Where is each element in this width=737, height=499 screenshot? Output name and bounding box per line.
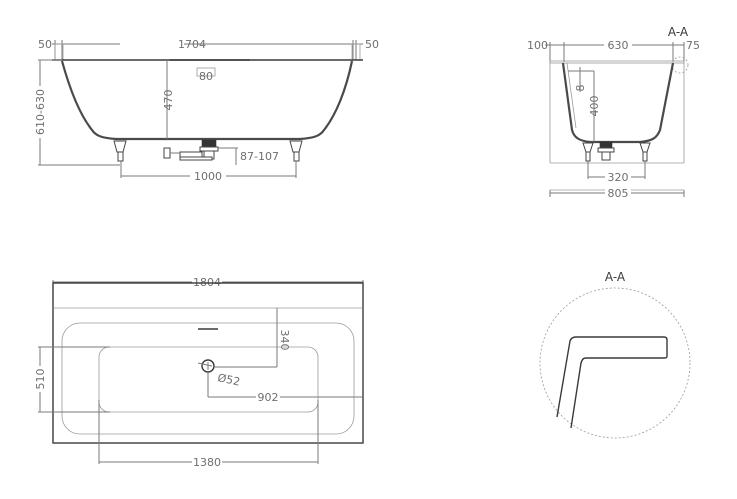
dim-foot-height: 87-107 (240, 150, 279, 163)
detail-label-a-a: A-A (605, 270, 626, 284)
dim-right-rim: 50 (365, 38, 379, 51)
dim-overflow-width: 80 (199, 70, 213, 83)
dim-end-right-rim: 75 (686, 39, 700, 52)
dim-drain-diameter: Ø52 (216, 371, 241, 388)
dim-inner-depth: 470 (162, 90, 175, 111)
dim-foot-spacing: 1000 (194, 170, 222, 183)
dim-bottom-length: 1380 (193, 456, 221, 469)
side-elevation-view: 50 1704 50 80 470 610-630 (33, 38, 379, 183)
dim-end-depth: 400 (588, 96, 601, 117)
dim-total-height: 610-630 (34, 89, 47, 135)
section-label-a-a: A-A (668, 25, 689, 39)
plan-view: 1804 340 Ø52 902 510 (33, 276, 364, 469)
dim-end-left-rim: 100 (527, 39, 548, 52)
dim-drain-to-end: 902 (258, 391, 279, 404)
dim-left-rim: 50 (38, 38, 52, 51)
dim-plan-total-width: 510 (34, 369, 47, 390)
dim-end-overflow-offset: 8 (574, 85, 587, 92)
dim-end-total-width: 805 (608, 187, 629, 200)
dim-drain-to-wall: 340 (278, 330, 291, 351)
dim-inner-length-top: 1704 (178, 38, 206, 51)
end-section-view: A-A 100 630 75 8 400 (527, 25, 700, 200)
dim-end-inner-width: 630 (608, 39, 629, 52)
detail-view-a-a: A-A (539, 270, 691, 439)
dim-end-foot-spacing: 320 (608, 171, 629, 184)
